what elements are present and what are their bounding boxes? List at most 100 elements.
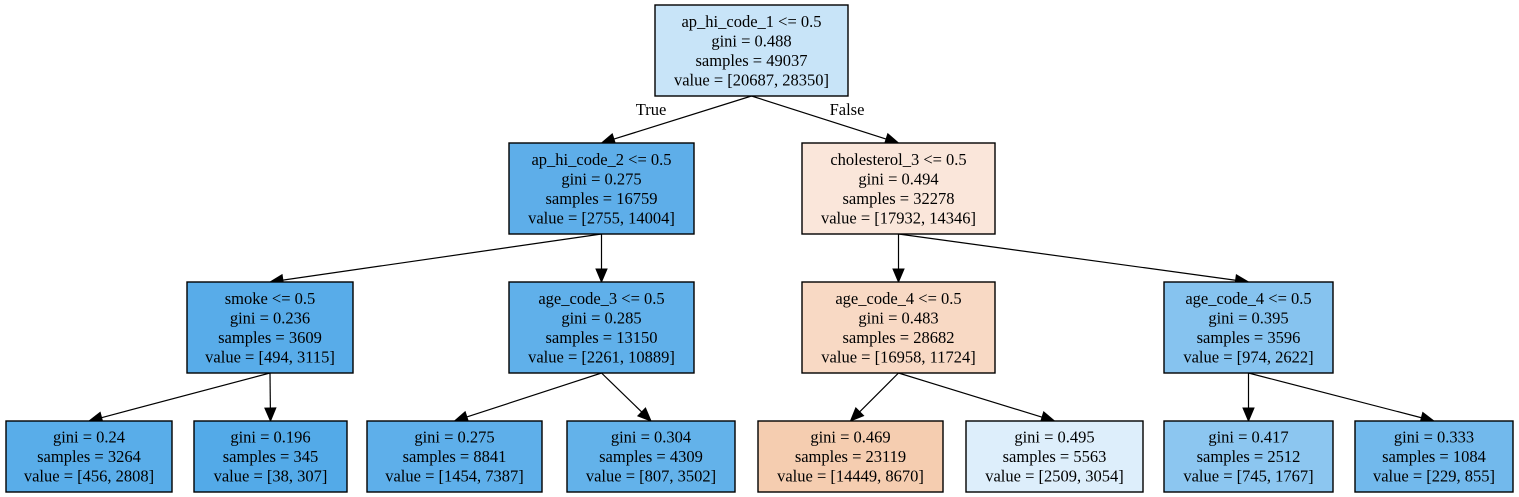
node-text-line: value = [2755, 14004] xyxy=(528,208,675,227)
edge-label-true: True xyxy=(636,100,667,119)
edge-arrowhead xyxy=(849,407,865,422)
node-text-line: ap_hi_code_1 <= 0.5 xyxy=(681,12,821,31)
node-text-line: samples = 13150 xyxy=(546,328,658,347)
tree-edge-n5-n12 xyxy=(898,372,1056,424)
node-text-line: samples = 49037 xyxy=(696,51,808,70)
node-box xyxy=(801,281,996,374)
tree-edge-n6-n14 xyxy=(1248,372,1436,424)
node-text-line: value = [974, 2622] xyxy=(1183,347,1313,366)
edge-line xyxy=(466,372,602,418)
node-box xyxy=(508,142,695,235)
node-box xyxy=(366,420,543,493)
node-text-line: age_code_4 <= 0.5 xyxy=(1185,289,1311,308)
node-text-line: value = [456, 2808] xyxy=(24,467,154,486)
node-text-line: gini = 0.196 xyxy=(230,428,310,447)
node-text-line: samples = 28682 xyxy=(843,328,955,347)
edge-label-false: False xyxy=(830,100,865,119)
tree-edge-n5-n11 xyxy=(849,372,899,422)
node-text-line: samples = 2512 xyxy=(1197,447,1301,466)
node-text-line: gini = 0.395 xyxy=(1208,308,1288,327)
node-text-line: samples = 32278 xyxy=(843,189,955,208)
node-text-line: samples = 8841 xyxy=(403,447,507,466)
tree-edge-n4-n9 xyxy=(453,372,602,423)
node-text-line: value = [2261, 10889] xyxy=(528,347,675,366)
node-box xyxy=(1354,420,1514,493)
node-box xyxy=(193,420,348,493)
node-text-line: gini = 0.483 xyxy=(858,308,938,327)
edge-line xyxy=(898,233,1236,281)
node-box xyxy=(508,281,695,374)
node-text-line: value = [1454, 7387] xyxy=(385,467,524,486)
node-text-line: value = [16958, 11724] xyxy=(821,347,975,366)
tree-edge-n3-n8 xyxy=(264,372,277,423)
node-text-line: samples = 3609 xyxy=(218,328,322,347)
node-text-line: value = [807, 3502] xyxy=(586,467,716,486)
node-text-line: gini = 0.304 xyxy=(611,428,691,447)
node-text-line: value = [14449, 8670] xyxy=(777,467,924,486)
node-box xyxy=(965,420,1144,493)
node-box xyxy=(801,142,996,235)
node-text-line: gini = 0.275 xyxy=(561,169,641,188)
tree-edge-n3-n7 xyxy=(87,372,271,424)
node-text-line: gini = 0.236 xyxy=(230,308,310,327)
node-text-line: value = [2509, 3054] xyxy=(985,467,1124,486)
node-box xyxy=(5,420,173,493)
edges-layer: True False xyxy=(87,95,1436,424)
node-text-line: samples = 23119 xyxy=(795,447,906,466)
node-text-line: smoke <= 0.5 xyxy=(225,289,316,308)
node-box xyxy=(186,281,354,374)
edge-line xyxy=(898,372,1043,418)
node-text-line: age_code_4 <= 0.5 xyxy=(835,289,961,308)
node-text-line: samples = 345 xyxy=(223,447,318,466)
edge-arrowhead xyxy=(264,407,277,423)
node-text-line: gini = 0.495 xyxy=(1014,428,1094,447)
tree-edge-n0-n2: False xyxy=(751,95,900,145)
edge-line xyxy=(101,372,271,419)
node-box xyxy=(1163,281,1334,374)
node-text-line: gini = 0.333 xyxy=(1394,428,1474,447)
node-text-line: samples = 1084 xyxy=(1382,447,1486,466)
edge-arrowhead xyxy=(1242,407,1255,423)
tree-edge-n4-n10 xyxy=(601,372,652,422)
node-text-line: samples = 5563 xyxy=(1003,447,1107,466)
node-text-line: gini = 0.417 xyxy=(1208,428,1288,447)
node-text-line: value = [20687, 28350] xyxy=(674,70,829,89)
node-text-line: gini = 0.24 xyxy=(53,428,125,447)
tree-edge-n2-n5 xyxy=(892,234,905,284)
edge-arrowhead xyxy=(892,268,905,284)
node-text-line: samples = 3264 xyxy=(37,447,141,466)
edge-arrowhead xyxy=(595,268,608,284)
node-text-line: value = [229, 855] xyxy=(1373,467,1495,486)
tree-edge-n0-n1: True xyxy=(600,95,752,145)
edge-line xyxy=(859,372,899,413)
node-text-line: ap_hi_code_2 <= 0.5 xyxy=(531,150,671,169)
node-text-line: samples = 3596 xyxy=(1197,328,1301,347)
node-text-line: gini = 0.285 xyxy=(561,308,641,327)
tree-edge-n1-n4 xyxy=(595,234,608,284)
node-text-line: value = [17932, 14346] xyxy=(821,208,976,227)
node-text-line: gini = 0.275 xyxy=(414,428,494,447)
edge-line xyxy=(1248,372,1422,419)
node-text-line: samples = 16759 xyxy=(546,189,658,208)
node-box xyxy=(757,420,944,493)
node-text-line: value = [745, 1767] xyxy=(1183,467,1313,486)
node-text-line: age_code_3 <= 0.5 xyxy=(538,289,664,308)
node-text-line: value = [38, 307] xyxy=(214,467,328,486)
tree-edge-n6-n13 xyxy=(1242,373,1255,423)
